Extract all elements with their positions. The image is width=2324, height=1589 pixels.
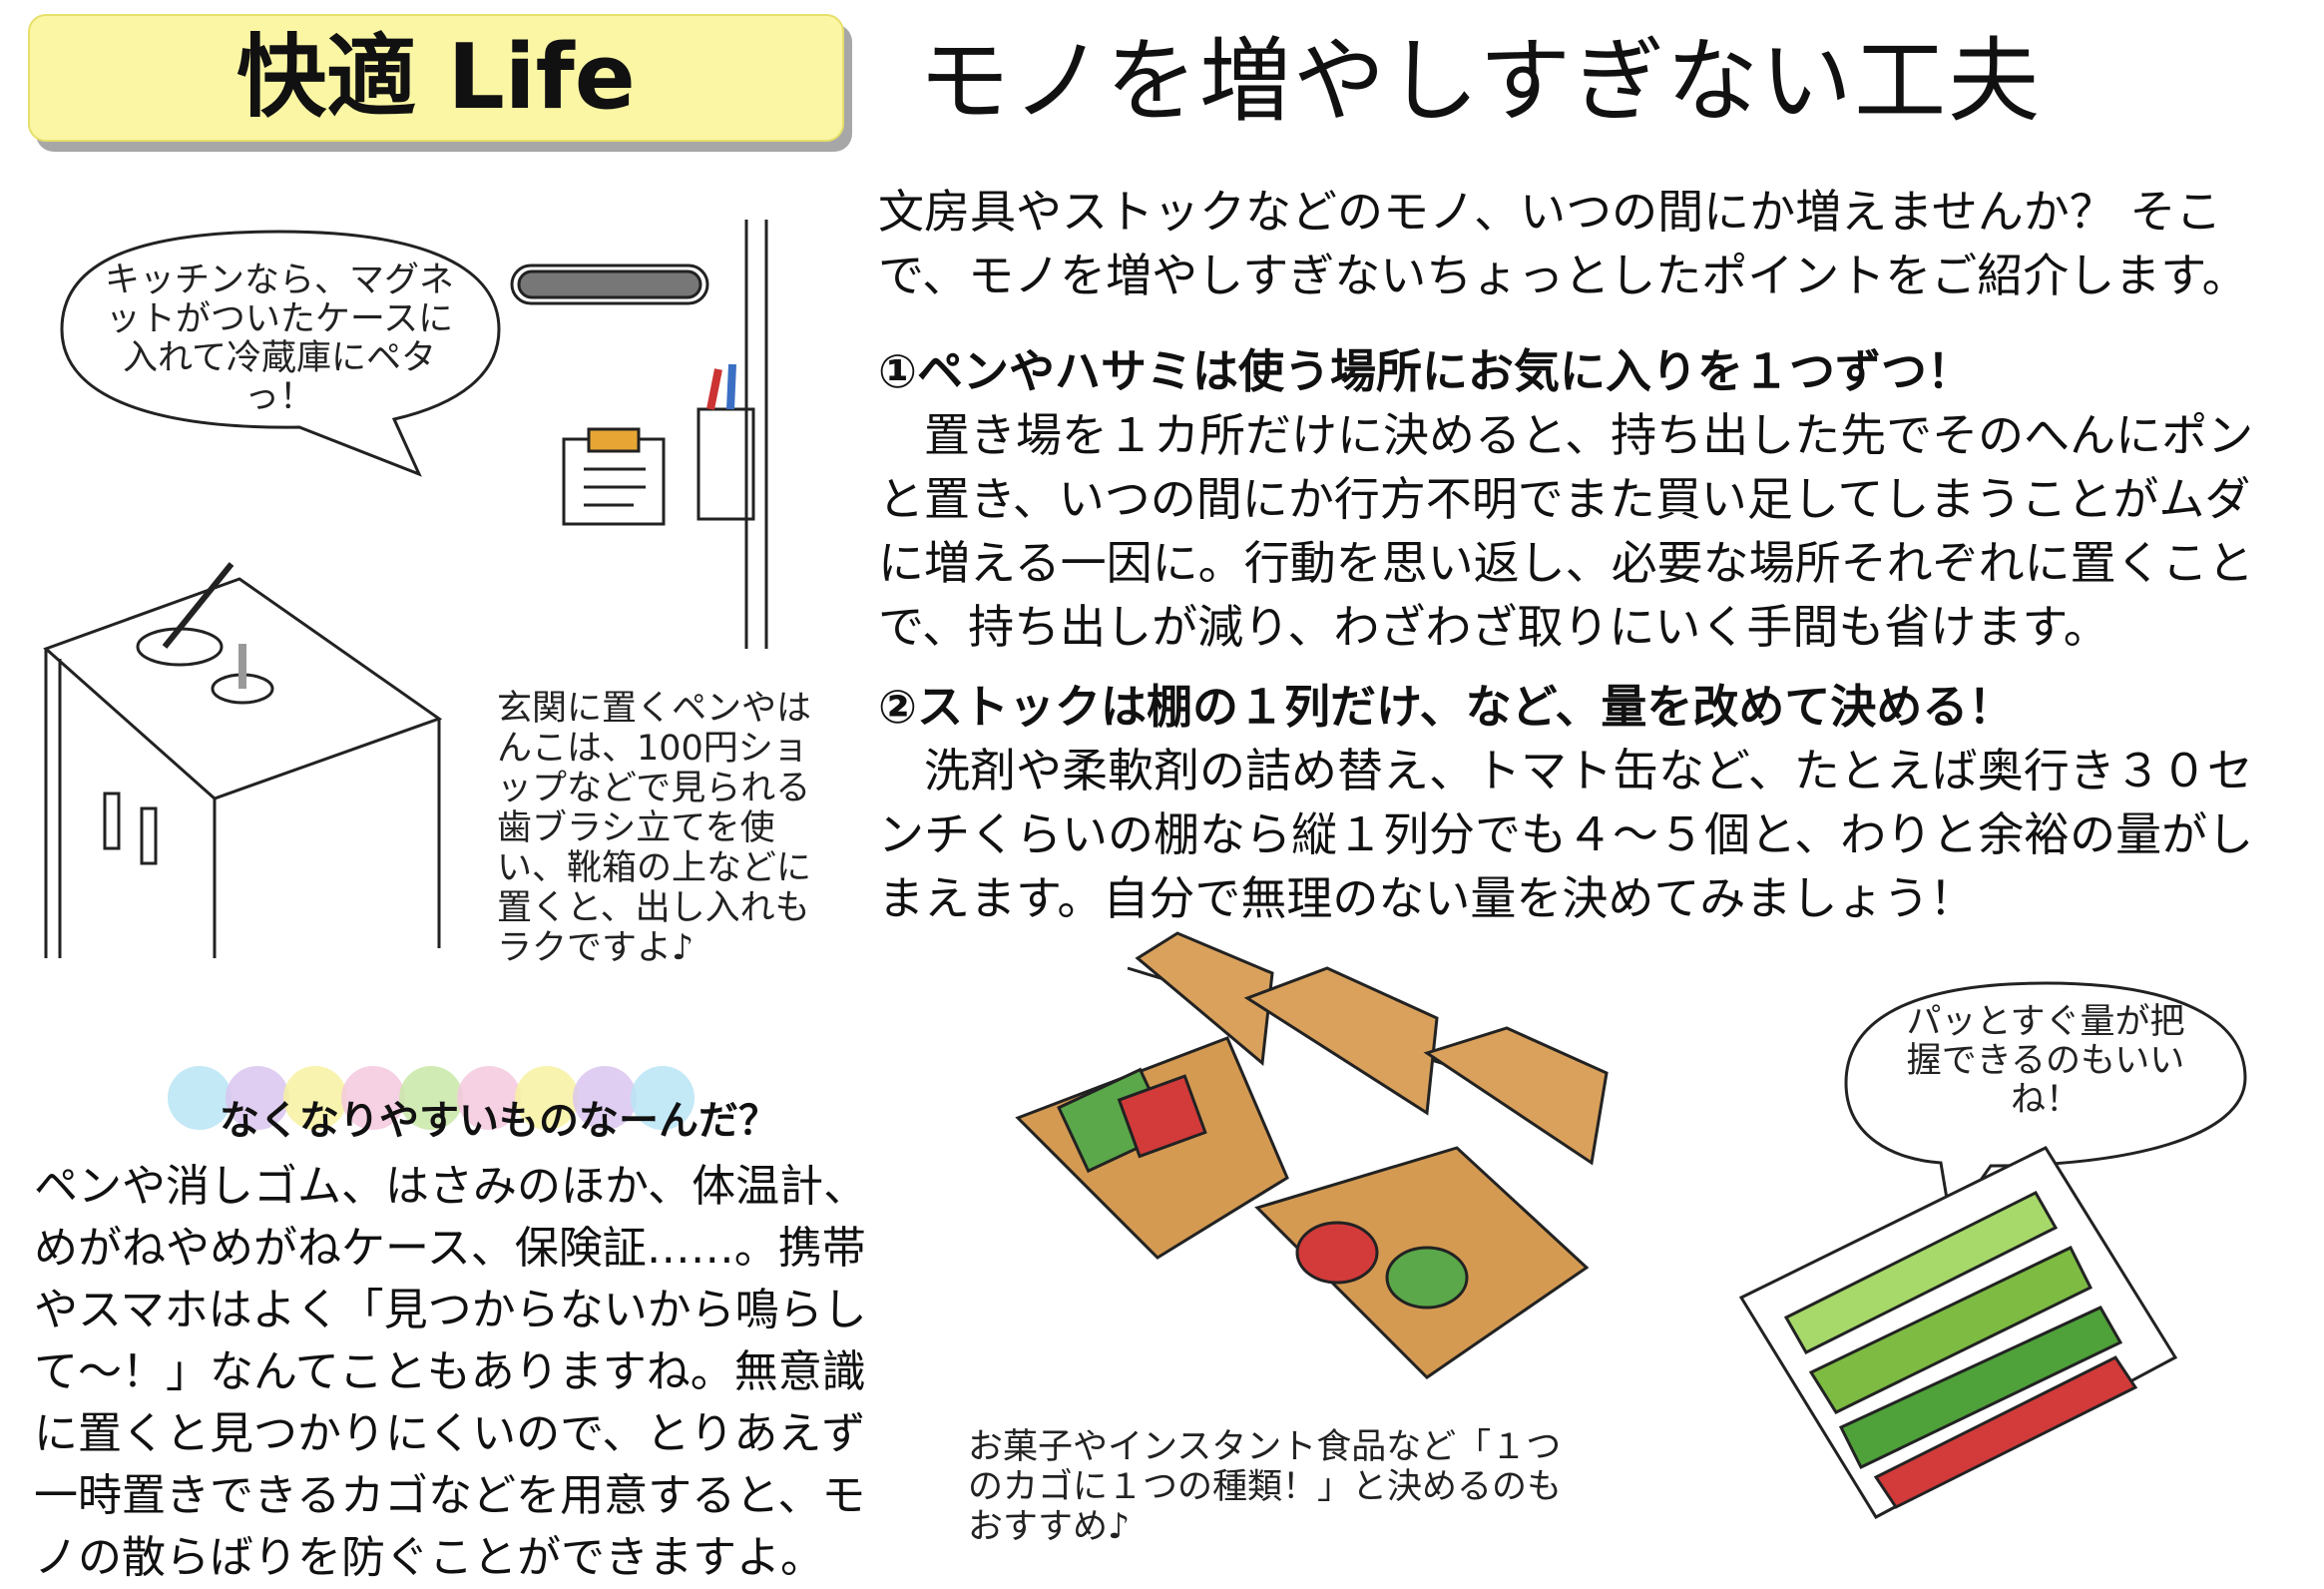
bubble-kitchen-text: キッチンなら、マグネットがついたケースに入れて冷蔵庫にペタっ！ — [104, 261, 454, 417]
intro-text: 文房具やストックなどのモノ、いつの間にか増えませんか？ そこで、モノを増やしすぎ… — [878, 185, 2248, 302]
speech-bubble-kitchen — [60, 230, 501, 477]
point-1-heading: ①ペンやハサミは使う場所にお気に入りを１つずつ！ — [878, 344, 1973, 398]
tip-body: ペンや消しゴム、はさみのほか、体温計、めがねやめがねケース、保険証……。携帯やス… — [34, 1161, 868, 1583]
bubble-stock-text: パッとすぐ量が把握できるのもいいね！ — [1906, 1002, 2185, 1120]
tip-heading: なくなりやすいものなーんだ？ — [220, 1098, 778, 1144]
caption-genkan: 玄関に置くペンやはんこは、100円ショップなどで見られる歯ブラシ立てを使い、靴箱… — [497, 689, 812, 968]
stock-box-icon — [1738, 1146, 2178, 1519]
main-title: モノを増やしすぎない工夫 — [918, 28, 2043, 135]
fridge-edge — [744, 220, 768, 649]
basket-shelf-icon — [1015, 931, 1609, 1379]
magnet-case-icon — [510, 264, 709, 305]
clipboard-icon — [562, 427, 666, 526]
title-badge — [28, 14, 844, 142]
badge-title: 快適 Life — [236, 25, 636, 130]
shoe-cabinet-icon — [43, 562, 443, 958]
illustrations — [43, 220, 2247, 1519]
point-2-body: 洗剤や柔軟剤の詰め替え、トマト缶など、たとえば奥行き３０センチくらいの棚なら縦１… — [878, 744, 2254, 925]
point-1-body: 置き場を１カ所だけに決めると、持ち出した先でそのへんにポンと置き、いつの間にか行… — [878, 408, 2254, 654]
caption-kago: お菓子やインスタント食品など「１つのカゴに１つの種類！」と決めるのもおすすめ♪ — [968, 1427, 1563, 1547]
pastel-dots-decoration — [168, 1066, 695, 1130]
pen-holder-icon — [697, 363, 755, 521]
point-2-heading: ②ストックは棚の１列だけ、など、量を改めて決める！ — [878, 680, 2015, 734]
speech-bubble-stock — [1844, 981, 2247, 1227]
